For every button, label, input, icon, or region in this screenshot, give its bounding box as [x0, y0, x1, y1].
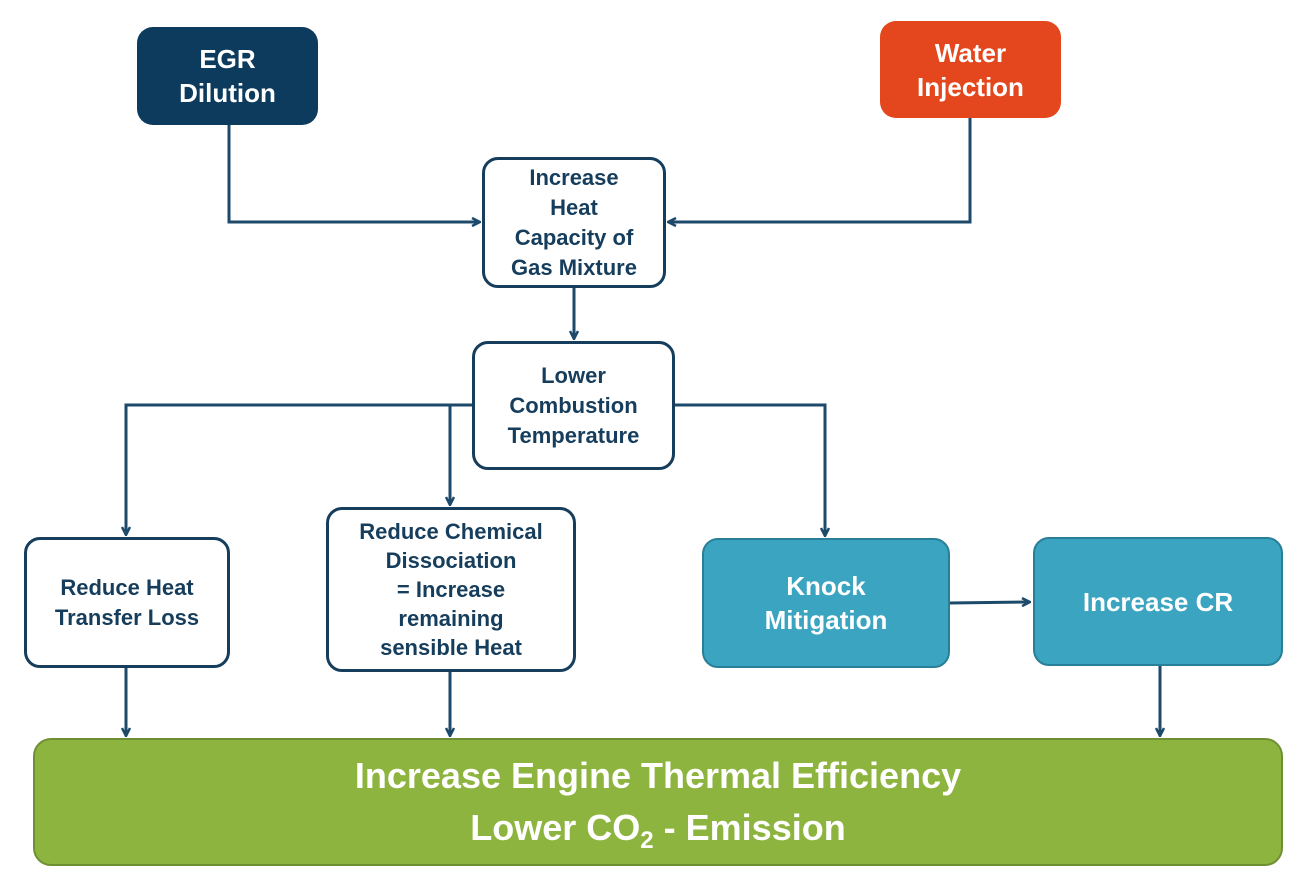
arrow-lower-temp-to-knock: [675, 403, 825, 536]
lower-temp-line-2: Combustion: [509, 392, 638, 418]
cr-line-1: Increase CR: [1082, 586, 1234, 617]
water-line-2: Injection: [917, 71, 1024, 102]
heat-capacity-line-3: Capacity of: [514, 224, 634, 250]
heat-capacity-line-4: Gas Mixture: [511, 254, 637, 280]
dissociation-line-4: remaining: [398, 606, 504, 631]
knock-mitigation-box: Knock Mitigation: [702, 538, 950, 668]
dissociation-line-3: = Increase: [396, 577, 506, 602]
knock-line-1: Knock: [786, 571, 866, 601]
final-line-1: Increase Engine Thermal Efficiency: [354, 755, 962, 796]
heat-transfer-line-1: Reduce Heat: [60, 574, 194, 600]
chemical-dissociation-box: Reduce Chemical Dissociation = Increase …: [326, 507, 576, 672]
heat-transfer-box: Reduce Heat Transfer Loss: [24, 537, 230, 668]
arrow-egr-to-heat-capacity: [227, 125, 480, 222]
egr-line-1: EGR: [199, 44, 256, 74]
arrow-water-to-heat-capacity: [668, 118, 972, 222]
final-line-2-prefix: Lower CO: [470, 807, 641, 848]
increase-cr-box: Increase CR: [1033, 537, 1283, 666]
knock-line-2: Mitigation: [764, 605, 888, 635]
dissociation-line-2: Dissociation: [385, 548, 517, 573]
egr-dilution-box: EGR Dilution: [137, 27, 318, 125]
arrow-knock-to-cr: [949, 602, 1030, 603]
final-line-2-suffix: - Emission: [653, 807, 846, 848]
dissociation-line-1: Reduce Chemical: [359, 519, 543, 544]
heat-transfer-line-2: Transfer Loss: [54, 604, 200, 630]
final-line-2: Lower CO2 - Emission: [470, 802, 845, 854]
lower-temperature-box: Lower Combustion Temperature: [472, 341, 675, 470]
dissociation-line-5: sensible Heat: [380, 635, 522, 660]
lower-temp-line-1: Lower: [541, 362, 606, 388]
water-injection-box: Water Injection: [880, 21, 1061, 118]
heat-capacity-line-1: Increase: [529, 164, 619, 190]
lower-temp-line-3: Temperature: [507, 422, 640, 448]
heat-capacity-line-2: Heat: [550, 194, 598, 220]
water-line-1: Water: [934, 37, 1007, 68]
heat-capacity-box: Increase Heat Capacity of Gas Mixture: [482, 157, 666, 288]
final-line-2-subscript: 2: [640, 827, 654, 855]
thermal-efficiency-box: Increase Engine Thermal Efficiency Lower…: [33, 738, 1283, 866]
arrow-lower-temp-to-heat-transfer: [126, 403, 472, 535]
egr-line-2: Dilution: [179, 78, 276, 108]
